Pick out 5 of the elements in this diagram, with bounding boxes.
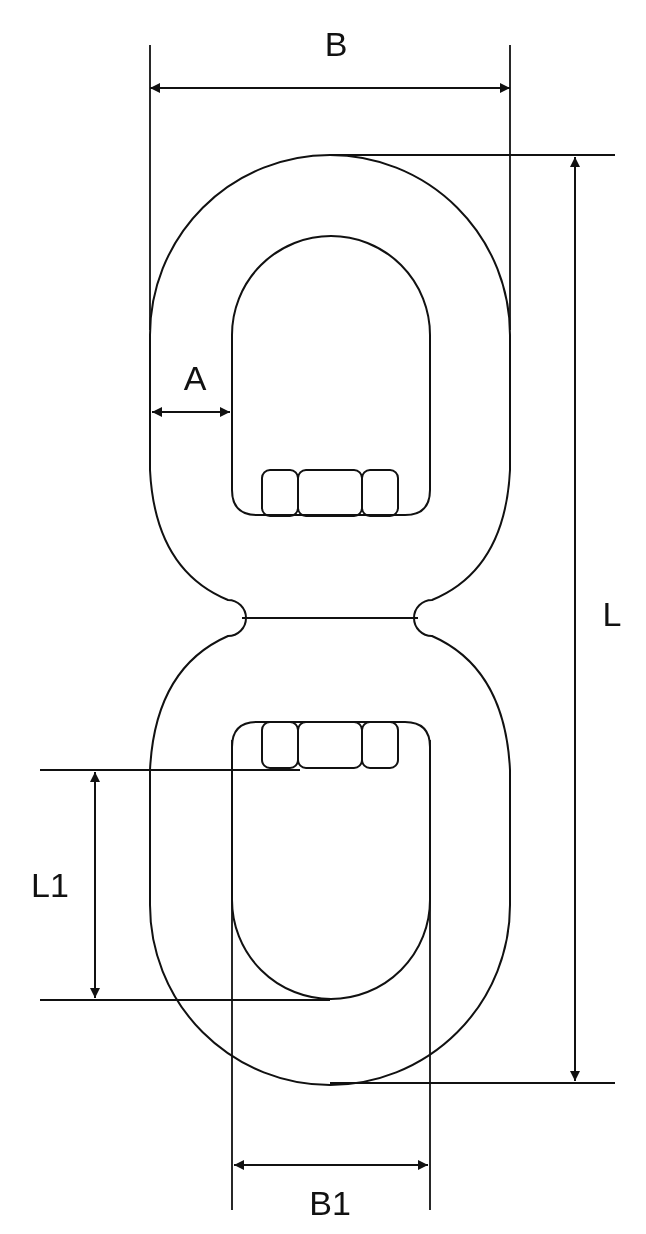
dimension-label: B1 bbox=[309, 1186, 351, 1220]
dimension-label: B bbox=[324, 27, 348, 61]
dimension-label: L bbox=[602, 597, 622, 631]
dimension-label: A bbox=[183, 361, 207, 395]
dimension-label: L1 bbox=[31, 868, 69, 902]
